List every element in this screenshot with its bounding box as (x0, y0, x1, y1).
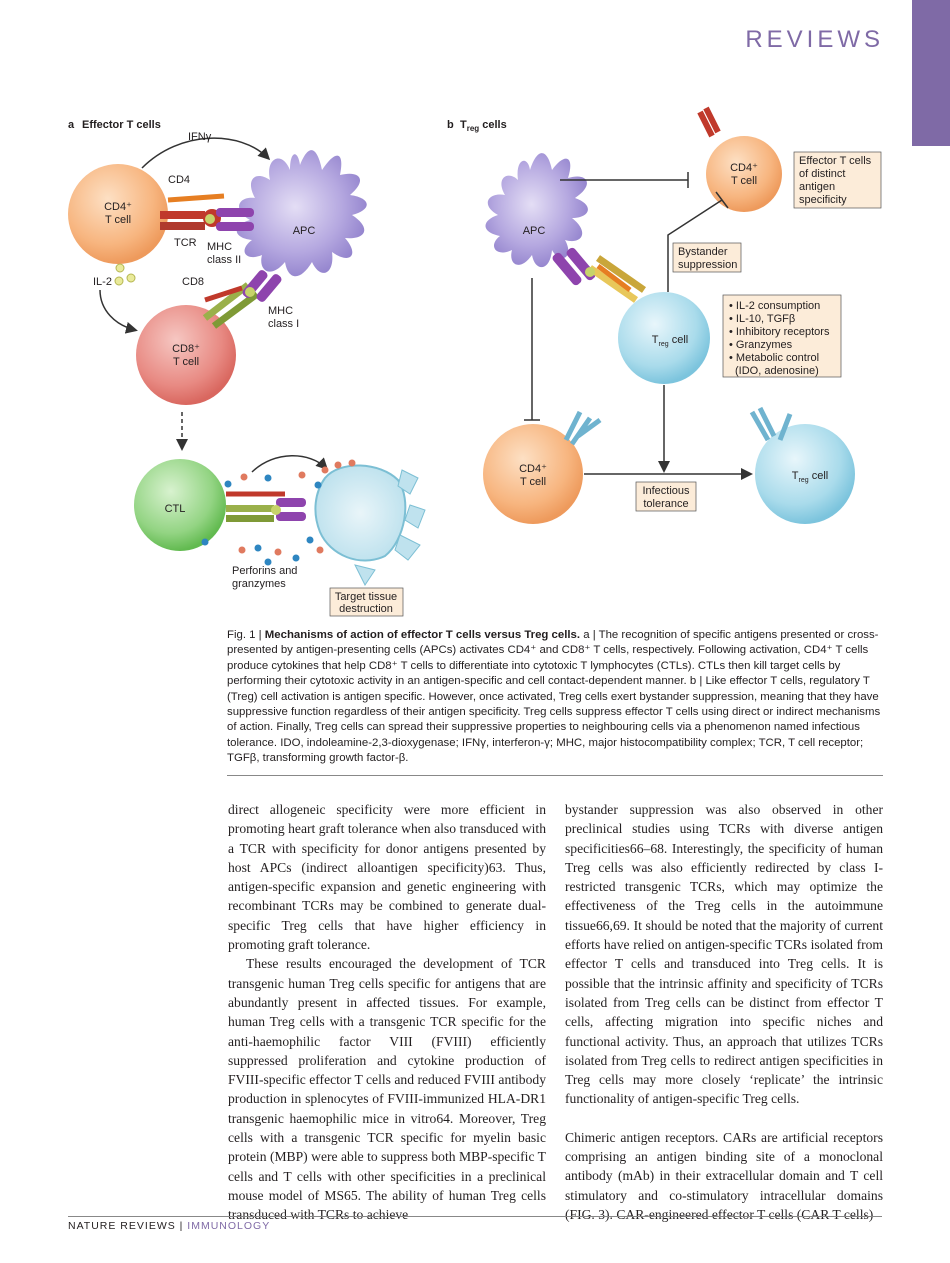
cd4-label: CD4 (168, 174, 190, 186)
mhc1-label-2: class I (268, 318, 299, 330)
paragraph: direct allogeneic specificity were more … (228, 802, 546, 953)
ctl-tcr-complex (226, 491, 306, 522)
eff-cell-line1: CD4⁺ (730, 162, 758, 174)
effector-receptor (697, 106, 721, 138)
bystander-line (667, 199, 723, 292)
eff-box-line4: specificity (799, 194, 847, 206)
footer-section: IMMUNOLOGY (187, 1220, 271, 1232)
section-tab (912, 0, 950, 146)
eff-box-line2: of distinct (799, 168, 845, 180)
cd4-b-line2: T cell (520, 476, 546, 488)
paragraph: bystander suppression was also observed … (565, 802, 883, 1107)
eff-box-line3: antigen (799, 181, 835, 193)
panel-b-letter: b (447, 119, 454, 131)
caption-text: a | The recognition of specific antigens… (227, 629, 881, 765)
infectious-line1: Infectious (642, 485, 690, 497)
cd4-t-cell-a (68, 164, 168, 264)
target-label-2: destruction (339, 603, 393, 615)
target-destruction-box (329, 587, 404, 617)
bystander-box (672, 242, 742, 273)
mech-line6: (IDO, adenosine) (735, 365, 819, 377)
cd4-cell-line1: CD4⁺ (104, 201, 132, 213)
target-label-1: Target tissue (335, 591, 397, 603)
perforin-granzyme-granules (201, 459, 356, 566)
mech-line1: • IL-2 consumption (729, 300, 820, 312)
ifng-label: IFNγ (188, 131, 212, 143)
apc-cell-b (485, 153, 588, 268)
mech-line5: • Metabolic control (729, 352, 819, 364)
figure-caption: Fig. 1 | Mechanisms of action of effecto… (227, 628, 883, 767)
footer-rule (68, 1216, 882, 1217)
ctl-label: CTL (165, 503, 186, 515)
effector-cd4-cell-b (706, 136, 782, 212)
eff-box-line1: Effector T cells (799, 155, 872, 167)
treg-cell-center (618, 292, 710, 384)
cd4-cell-line2: T cell (105, 214, 131, 226)
ifng-arrow (141, 137, 271, 169)
cd4-t-cell-b (483, 424, 583, 524)
mech-line2: • IL-10, TGFβ (729, 313, 795, 325)
mechanisms-box (722, 294, 842, 378)
cd8-cell-line2: T cell (173, 356, 199, 368)
paragraph: These results encouraged the development… (228, 956, 546, 1223)
panel-a-letter: a (68, 119, 75, 131)
cd8-cell-line1: CD8⁺ (172, 343, 200, 355)
perforins-label-2: granzymes (232, 578, 286, 590)
tcr-mhc2-complex (160, 193, 254, 231)
cd4-b-receptor (563, 410, 602, 446)
effector-box (793, 151, 882, 209)
kill-arrow (251, 455, 329, 473)
perforins-label-1: Perforins and (232, 565, 297, 577)
bystander-line2: suppression (678, 259, 737, 271)
cd8-label: CD8 (182, 276, 204, 288)
mhc2-label-1: MHC (207, 241, 232, 253)
figure-diagram: a Effector T cells APC IFNγ CD4⁺ T cell … (68, 106, 882, 617)
infectious-box (635, 481, 697, 512)
paragraph: Chimeric antigen receptors. CARs are art… (565, 1129, 883, 1222)
panel-b-title: Treg cells (460, 119, 507, 133)
ctl-cell (134, 459, 226, 551)
apc-b-label: APC (523, 225, 546, 237)
il2-label: IL-2 (93, 276, 112, 288)
apc-cell-a (236, 150, 367, 277)
target-cell (314, 464, 426, 586)
tcr-label: TCR (174, 237, 197, 249)
treg-right-receptor (749, 406, 793, 442)
infectious-line2: tolerance (643, 498, 688, 510)
footer: NATURE REVIEWS | IMMUNOLOGY (68, 1220, 271, 1232)
apc-a-label: APC (293, 225, 316, 237)
section-header: REVIEWS (745, 26, 884, 53)
footer-journal: NATURE REVIEWS (68, 1220, 176, 1232)
mhc1-label-1: MHC (268, 305, 293, 317)
body-column-right: bystander suppression was also observed … (565, 800, 883, 1224)
treg-cell-right (755, 424, 855, 524)
eff-cell-line2: T cell (731, 175, 757, 187)
body-column-left: direct allogeneic specificity were more … (228, 800, 546, 1225)
caption-title: Mechanisms of action of effector T cells… (264, 629, 581, 641)
il2-arrow (99, 289, 138, 334)
cd4-b-line1: CD4⁺ (519, 463, 547, 475)
mech-line4: • Granzymes (729, 339, 793, 351)
caption-lead: Fig. 1 | (227, 629, 265, 641)
treg-right-label: Treg cell (792, 470, 828, 484)
treg-tcr-complex (552, 247, 646, 303)
tcr-mhc1-complex (202, 270, 282, 329)
mech-line3: • Inhibitory receptors (729, 326, 830, 338)
cd8-t-cell (136, 305, 236, 405)
bystander-line1: Bystander (678, 246, 728, 258)
panel-a-title: Effector T cells (82, 119, 161, 131)
treg-cell-label: Treg cell (652, 334, 688, 348)
mhc2-label-2: class II (207, 254, 241, 266)
caption-rule (227, 775, 883, 776)
